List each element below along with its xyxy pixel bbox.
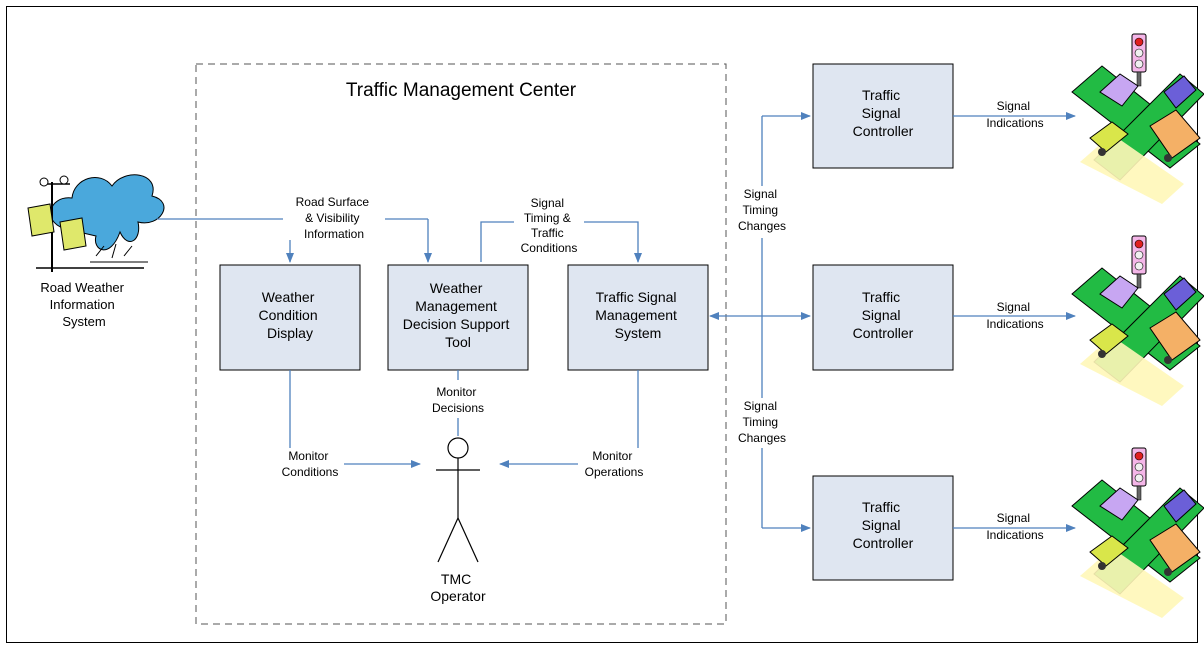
tmc-title: Traffic Management Center: [346, 80, 577, 101]
svg-text:Monitor Operations: Monitor Operations: [585, 449, 644, 479]
svg-text:Monitor Conditions: Monitor Conditions: [282, 449, 339, 479]
rwis-label: Road Weather Information System: [40, 280, 127, 329]
flow-label-signal-timing-conditions: Signal Timing & Traffic Conditions: [514, 196, 584, 258]
decision-support-tool-box: [387, 264, 529, 371]
tmc-boundary: [195, 63, 727, 625]
signal-controller-box-1: [812, 63, 954, 169]
flow-label-signal-indications-1: Signal Indications: [986, 99, 1043, 130]
svg-text:Signal Indications: Signal Indications: [986, 99, 1043, 130]
flow-label-signal-indications-3: Signal Indications: [986, 511, 1043, 542]
svg-text:Signal Timing Chan: Signal Timing Changes: [738, 187, 786, 233]
intersection-icon-3: [1071, 447, 1204, 619]
intersection-icon-1: [1071, 33, 1204, 205]
flow-label-monitor-operations: Monitor Operations: [578, 448, 650, 479]
svg-text:Signal Timing Chan: Signal Timing Changes: [738, 399, 786, 445]
tmc-operator-label: TMC Operator: [430, 571, 486, 604]
intersection-icon-2: [1071, 235, 1204, 407]
svg-text:Road Surface & Visibilit: Road Surface & Visibility Information: [296, 195, 373, 241]
svg-text:Signal Timing & Tr: Signal Timing & Traffic Conditions: [521, 196, 578, 255]
svg-text:Monitor Decisions: Monitor Decisions: [432, 385, 484, 415]
signal-controller-label-1: Traffic Signal Controller: [853, 87, 914, 139]
svg-text:Signal Indications: Signal Indications: [986, 511, 1043, 542]
flow-label-timing-changes-upper: Signal Timing Changes: [730, 186, 794, 238]
tmc-operator-icon: [436, 437, 480, 563]
signal-controller-label-2: Traffic Signal Controller: [853, 289, 914, 341]
flow-label-road-surface: Road Surface & Visibility Information: [283, 192, 385, 241]
signal-controller-box-3: [812, 475, 954, 581]
rwis-weather-icon: [27, 174, 165, 272]
weather-condition-display-box: [219, 264, 361, 371]
flow-label-timing-changes-lower: Signal Timing Changes: [730, 398, 794, 448]
signal-management-system-label: Traffic Signal Management System: [595, 289, 681, 341]
weather-condition-display-label: Weather Condition Display: [258, 289, 321, 341]
signal-management-system-box: [567, 264, 709, 371]
flow-label-monitor-decisions: Monitor Decisions: [432, 385, 484, 415]
svg-text:Signal Indications: Signal Indications: [986, 300, 1043, 331]
flow-label-signal-indications-2: Signal Indications: [986, 300, 1043, 331]
signal-controller-box-2: [812, 264, 954, 371]
outer-frame: [6, 6, 1198, 643]
signal-controller-label-3: Traffic Signal Controller: [853, 499, 914, 551]
flow-label-monitor-conditions: Monitor Conditions: [276, 448, 344, 479]
decision-support-tool-label: Weather Management Decision Support Tool: [403, 280, 514, 350]
